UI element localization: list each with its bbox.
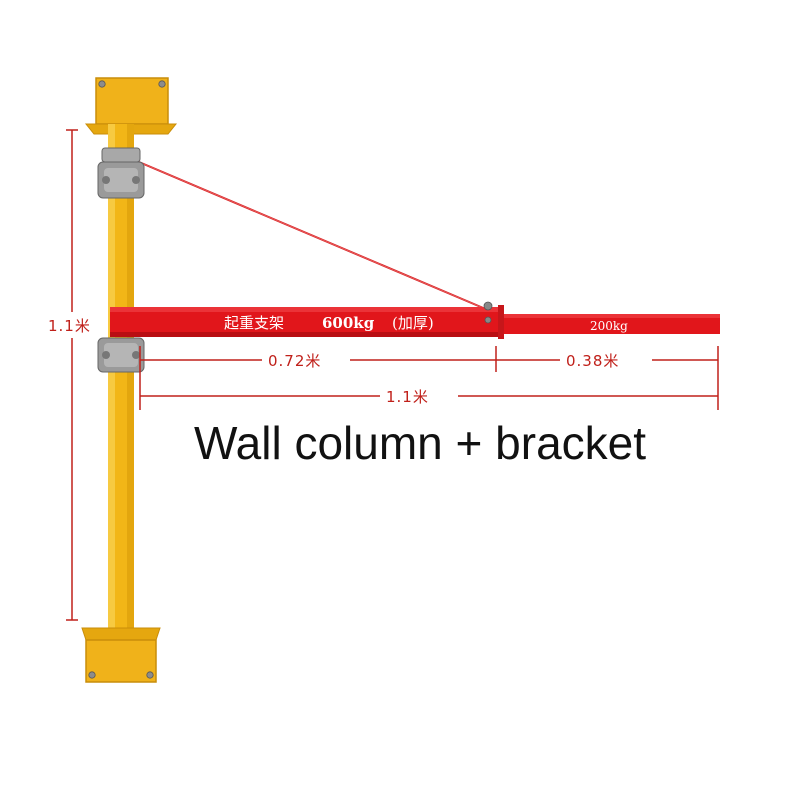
tie-rod bbox=[119, 153, 489, 311]
arm-label-note: (加厚) bbox=[392, 314, 434, 332]
total-span-label: 1.1米 bbox=[386, 388, 429, 406]
column-height-dimension bbox=[66, 129, 78, 621]
inner-span-dimension bbox=[139, 346, 497, 372]
jib-arm bbox=[110, 301, 720, 339]
arm-label-cn: 起重支架 bbox=[224, 314, 284, 332]
extension-label-capacity: 200kg bbox=[590, 319, 628, 333]
upper-clamp bbox=[97, 147, 145, 199]
outer-span-label: 0.38米 bbox=[566, 352, 619, 370]
arm-label-capacity: 600kg bbox=[322, 314, 375, 332]
outer-span-dimension bbox=[496, 346, 719, 410]
bottom-wall-plate bbox=[81, 627, 161, 683]
column-height-label: 1.1米 bbox=[48, 317, 91, 335]
total-span-dimension bbox=[139, 372, 718, 410]
lower-clamp bbox=[97, 337, 145, 373]
inner-span-label: 0.72米 bbox=[268, 352, 321, 370]
caption: Wall column + bracket bbox=[193, 417, 647, 469]
column-post bbox=[108, 124, 134, 634]
